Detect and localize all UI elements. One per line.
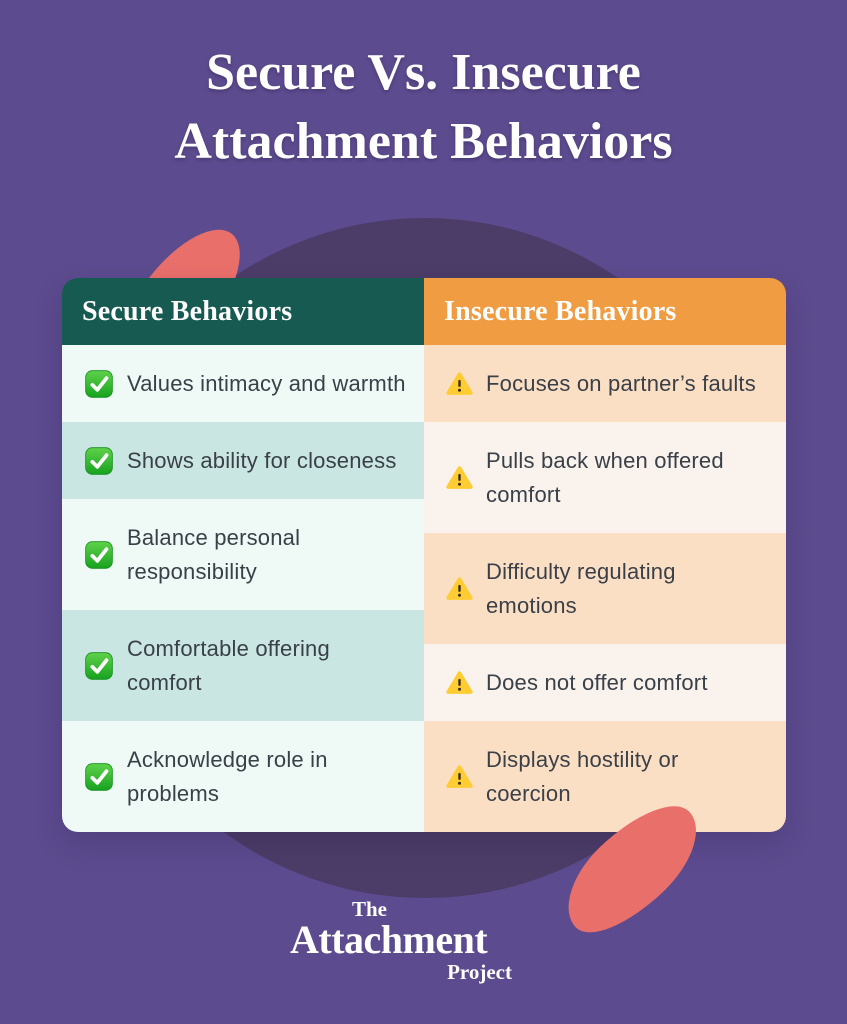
behavior-text: Difficulty regulating emotions bbox=[486, 558, 676, 618]
behavior-text: Balance personal responsibility bbox=[127, 524, 301, 584]
logo-line-project: Project bbox=[447, 960, 512, 984]
insecure-row-2: Pulls back when offered comfort bbox=[424, 422, 786, 533]
insecure-column-header: Insecure Behaviors bbox=[424, 278, 786, 345]
warning-triangle-icon bbox=[446, 371, 473, 396]
green-check-icon bbox=[84, 762, 114, 792]
secure-column-header: Secure Behaviors bbox=[62, 278, 424, 345]
warning-triangle-icon bbox=[446, 670, 473, 695]
secure-header-label: Secure Behaviors bbox=[82, 295, 293, 327]
secure-row-4: Comfortable offering comfort bbox=[62, 610, 424, 721]
behavior-text: Values intimacy and warmth bbox=[127, 370, 406, 396]
insecure-row-4: Does not offer comfort bbox=[424, 644, 786, 721]
logo-line-the: The bbox=[352, 897, 388, 921]
behavior-text: Shows ability for closeness bbox=[127, 447, 397, 473]
behavior-text: Acknowledge role in problems bbox=[127, 746, 328, 806]
green-check-icon bbox=[84, 540, 114, 570]
attachment-project-logo: The Attachment Project bbox=[290, 898, 512, 983]
title-line-2: Attachment Behaviors bbox=[174, 113, 673, 170]
warning-triangle-icon bbox=[446, 465, 473, 490]
insecure-column: Insecure Behaviors Focuses on partner’s … bbox=[424, 278, 786, 832]
behavior-text: Pulls back when offered comfort bbox=[486, 447, 724, 507]
logo-line-attachment: Attachment bbox=[290, 917, 488, 962]
warning-triangle-icon bbox=[446, 764, 473, 789]
insecure-header-label: Insecure Behaviors bbox=[444, 295, 677, 327]
insecure-row-3: Difficulty regulating emotions bbox=[424, 533, 786, 644]
comparison-table: Secure Behaviors Values intimacy and war… bbox=[62, 278, 786, 832]
secure-row-2: Shows ability for closeness bbox=[62, 422, 424, 499]
insecure-row-1: Focuses on partner’s faults bbox=[424, 345, 786, 422]
title-line-1: Secure Vs. Insecure bbox=[206, 44, 641, 101]
behavior-text: Displays hostility or coercion bbox=[486, 746, 679, 806]
secure-row-3: Balance personal responsibility bbox=[62, 499, 424, 610]
green-check-icon bbox=[84, 446, 114, 476]
secure-row-5: Acknowledge role in problems bbox=[62, 721, 424, 832]
green-check-icon bbox=[84, 369, 114, 399]
warning-triangle-icon bbox=[446, 576, 473, 601]
secure-column: Secure Behaviors Values intimacy and war… bbox=[62, 278, 424, 832]
green-check-icon bbox=[84, 651, 114, 681]
secure-row-1: Values intimacy and warmth bbox=[62, 345, 424, 422]
behavior-text: Focuses on partner’s faults bbox=[486, 370, 756, 396]
behavior-text: Comfortable offering comfort bbox=[127, 635, 330, 695]
insecure-row-5: Displays hostility or coercion bbox=[424, 721, 786, 832]
behavior-text: Does not offer comfort bbox=[486, 669, 708, 695]
